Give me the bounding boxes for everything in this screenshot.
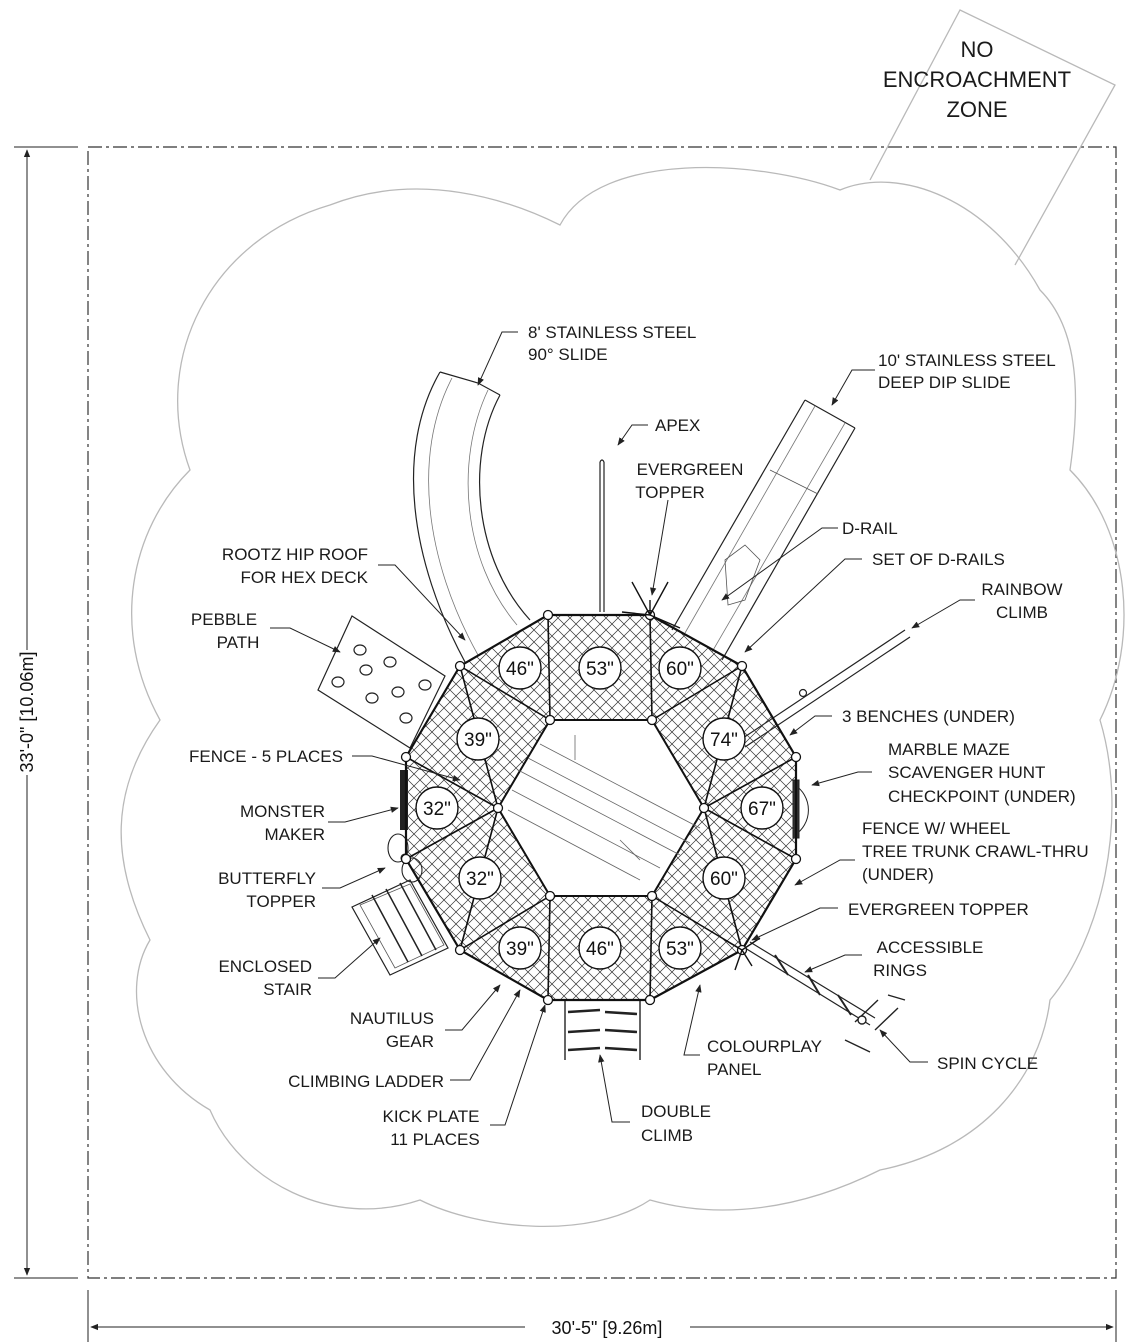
deck-height-label: 46" [506, 659, 534, 680]
accessible-rings [744, 941, 876, 1026]
nautilus-gear-label: NAUTILUS [350, 1009, 434, 1028]
pebble-path [317, 615, 446, 749]
fence-wheel-label: FENCE W/ WHEEL [862, 819, 1010, 838]
marble-maze-label: MARBLE MAZE [888, 740, 1010, 759]
spin-cycle [844, 994, 906, 1053]
butterfly-topper-label: BUTTERFLY [218, 869, 316, 888]
benches-label: 3 BENCHES (UNDER) [842, 707, 1015, 726]
rainbow-climb-label: RAINBOW [981, 580, 1062, 599]
fence-wheel-label: (UNDER) [862, 865, 934, 884]
rainbow-climb-label: CLIMB [996, 603, 1048, 622]
double-climb-label: DOUBLE [641, 1102, 711, 1121]
zone-label-line-2: ENCROACHMENT [883, 67, 1071, 92]
deck-height-label: 39" [464, 730, 492, 751]
center-deck-slats [507, 735, 701, 881]
evergreen-topper-label: EVERGREEN [637, 460, 744, 479]
width-dimension-label: 30'-5" [9.26m] [552, 1318, 663, 1338]
zone-callout-leader [869, 9, 1116, 266]
fence-label: FENCE - 5 PLACES [189, 747, 343, 766]
enclosed-stair-label: STAIR [263, 980, 312, 999]
d-rail-label: D-RAIL [842, 519, 898, 538]
monster-maker-label: MONSTER [240, 802, 325, 821]
fence-wheel-label: TREE TRUNK CRAWL-THRU [862, 842, 1089, 861]
evergreen-topper-bottom-label: EVERGREEN TOPPER [848, 900, 1029, 919]
deck-height-label: 32" [423, 799, 451, 820]
slide-8ft [412, 371, 531, 663]
slide-8ft-label: 8' STAINLESS STEEL [528, 323, 696, 342]
evergreen-topper-bottom [724, 937, 761, 971]
double-climb-label: CLIMB [641, 1126, 693, 1145]
colourplay-panel-label: COLOURPLAY [707, 1037, 822, 1056]
butterfly-topper-label: TOPPER [246, 892, 316, 911]
slide-10ft [671, 399, 856, 661]
apex-post [599, 459, 605, 612]
nautilus-gear-label: GEAR [386, 1032, 434, 1051]
kick-plate-label: 11 PLACES [390, 1130, 479, 1149]
double-climb [564, 1000, 641, 1060]
deck-height-label: 60" [710, 869, 738, 890]
use-zone-boundary [87, 146, 1117, 1279]
colourplay-panel-label: PANEL [707, 1060, 762, 1079]
deck-height-label: 53" [666, 939, 694, 960]
accessible-rings-label: RINGS [873, 961, 927, 980]
deck-height-label: 39" [506, 939, 534, 960]
deck-height-label: 32" [466, 869, 494, 890]
height-dimension: 33'-0" [10.06m] [14, 146, 78, 1279]
set-d-rails-label: SET OF D-RAILS [872, 550, 1005, 569]
rootz-roof-label: FOR HEX DECK [240, 568, 368, 587]
zone-label-line-3: ZONE [946, 97, 1007, 122]
pebble-path-label: PEBBLE [191, 610, 257, 629]
apex-label: APEX [655, 416, 700, 435]
marble-maze-label: CHECKPOINT (UNDER) [888, 787, 1076, 806]
slide-8ft-label: 90° SLIDE [528, 345, 608, 364]
deck-height-circles [415, 646, 784, 970]
monster-maker-label: MAKER [265, 825, 325, 844]
pebble-path-label: PATH [217, 633, 260, 652]
rootz-roof-label: ROOTZ HIP ROOF [222, 545, 368, 564]
callout-leaders [270, 331, 975, 1126]
deck-height-label: 67" [748, 799, 776, 820]
climbing-ladder-label: CLIMBING LADDER [288, 1072, 444, 1091]
slide-10ft-label: 10' STAINLESS STEEL [878, 351, 1056, 370]
spin-cycle-label: SPIN CYCLE [937, 1054, 1038, 1073]
evergreen-topper-top [621, 581, 681, 629]
width-dimension: 30'-5" [9.26m] [87, 1290, 1117, 1342]
marble-maze-label: SCAVENGER HUNT [888, 763, 1045, 782]
zone-label-line-1: NO [961, 37, 994, 62]
deck-height-label: 53" [586, 659, 614, 680]
height-dimension-label: 33'-0" [10.06m] [17, 652, 37, 773]
deck-height-label: 74" [710, 730, 738, 751]
deck-height-label: 60" [666, 659, 694, 680]
kick-plate-label: KICK PLATE [383, 1107, 480, 1126]
enclosed-stair-label: ENCLOSED [218, 957, 312, 976]
monster-maker-panel [400, 770, 408, 830]
evergreen-topper-label: TOPPER [635, 483, 705, 502]
no-encroachment-zone [120, 166, 1125, 1227]
enclosed-stair [351, 879, 449, 976]
deck-height-label: 46" [586, 939, 614, 960]
slide-10ft-label: DEEP DIP SLIDE [878, 373, 1011, 392]
accessible-rings-label: ACCESSIBLE [877, 938, 984, 957]
